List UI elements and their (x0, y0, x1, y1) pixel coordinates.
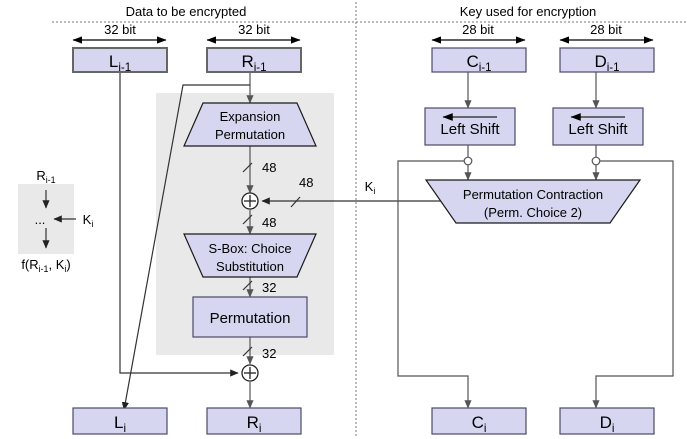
block-label-expansion-line1: Expansion (220, 109, 281, 124)
block-left-shift-c (424, 107, 516, 146)
dim-label-l-prev: 32 bit (104, 22, 136, 37)
register-label-c-out: Ci (472, 413, 487, 435)
bit-label-xor-out: 48 (262, 215, 276, 230)
register-r-prev (206, 47, 302, 73)
bit-tick-expansion-out (242, 162, 253, 173)
register-d-out (559, 407, 655, 435)
junction-dot-c (463, 156, 473, 166)
wire-bypass-d-to-dout (592, 160, 674, 409)
block-permutation-contraction (424, 179, 642, 224)
block-label-pc2-line2: (Perm. Choice 2) (484, 205, 582, 220)
block-label-sbox-line1: S-Box: Choice (208, 241, 291, 256)
register-label-l-prev: Li-1 (109, 52, 131, 74)
register-label-l-out: Li (114, 413, 126, 435)
block-expansion-permutation (183, 102, 317, 147)
xor-gate-key (241, 192, 259, 210)
register-label-c-prev: Ci-1 (466, 52, 491, 74)
block-label-sbox-line2: Substitution (216, 259, 284, 274)
block-label-expansion-line2: Permutation (215, 127, 285, 142)
junction-dot-d (591, 156, 601, 166)
wire-lprev-to-xor2 (119, 72, 239, 377)
block-permutation (192, 296, 308, 338)
dim-label-c-prev: 28 bit (462, 22, 494, 37)
bit-tick-key-in (290, 196, 301, 208)
register-c-out (431, 407, 527, 435)
block-label-permutation: Permutation (210, 310, 291, 327)
bit-label-expansion-out: 48 (262, 160, 276, 175)
wire-rprev-to-lout (121, 84, 250, 411)
register-r-out (206, 407, 302, 435)
dim-label-d-prev: 28 bit (590, 22, 622, 37)
section-title-left: Data to be encrypted (126, 4, 247, 19)
register-label-r-out: Ri (247, 413, 262, 435)
register-d-prev (559, 47, 655, 73)
legend-label-output: f(Ri-1, Ki) (21, 257, 70, 274)
legend-label-input: Ri-1 (36, 168, 55, 185)
block-left-shift-d (552, 107, 644, 146)
bit-label-permutation-out: 32 (262, 346, 276, 361)
xor-gate-output (241, 364, 259, 382)
legend-label-key: Ki (83, 212, 94, 229)
register-label-r-prev: Ri-1 (241, 52, 266, 74)
register-l-out (72, 407, 168, 435)
bit-tick-permutation-out (242, 346, 253, 357)
dim-label-r-prev: 32 bit (238, 22, 270, 37)
bit-tick-xor-out (242, 214, 253, 225)
bit-label-key-in: 48 (299, 175, 313, 190)
register-label-d-out: Di (600, 413, 615, 435)
block-label-left-shift-d: Left Shift (568, 121, 628, 138)
block-label-pc2-line1: Permutation Contraction (463, 187, 603, 202)
bit-label-sbox-out: 32 (262, 280, 276, 295)
register-c-prev (431, 47, 527, 73)
bit-tick-sbox-out (242, 280, 253, 291)
register-l-prev (72, 47, 168, 73)
key-label-ki: Ki (365, 179, 376, 196)
block-label-left-shift-c: Left Shift (440, 121, 500, 138)
register-label-d-prev: Di-1 (594, 52, 619, 74)
wire-bypass-c-to-cout (397, 160, 472, 409)
block-sbox (183, 233, 317, 278)
legend-ellipsis: ... (35, 212, 46, 227)
section-title-right: Key used for encryption (460, 4, 597, 19)
